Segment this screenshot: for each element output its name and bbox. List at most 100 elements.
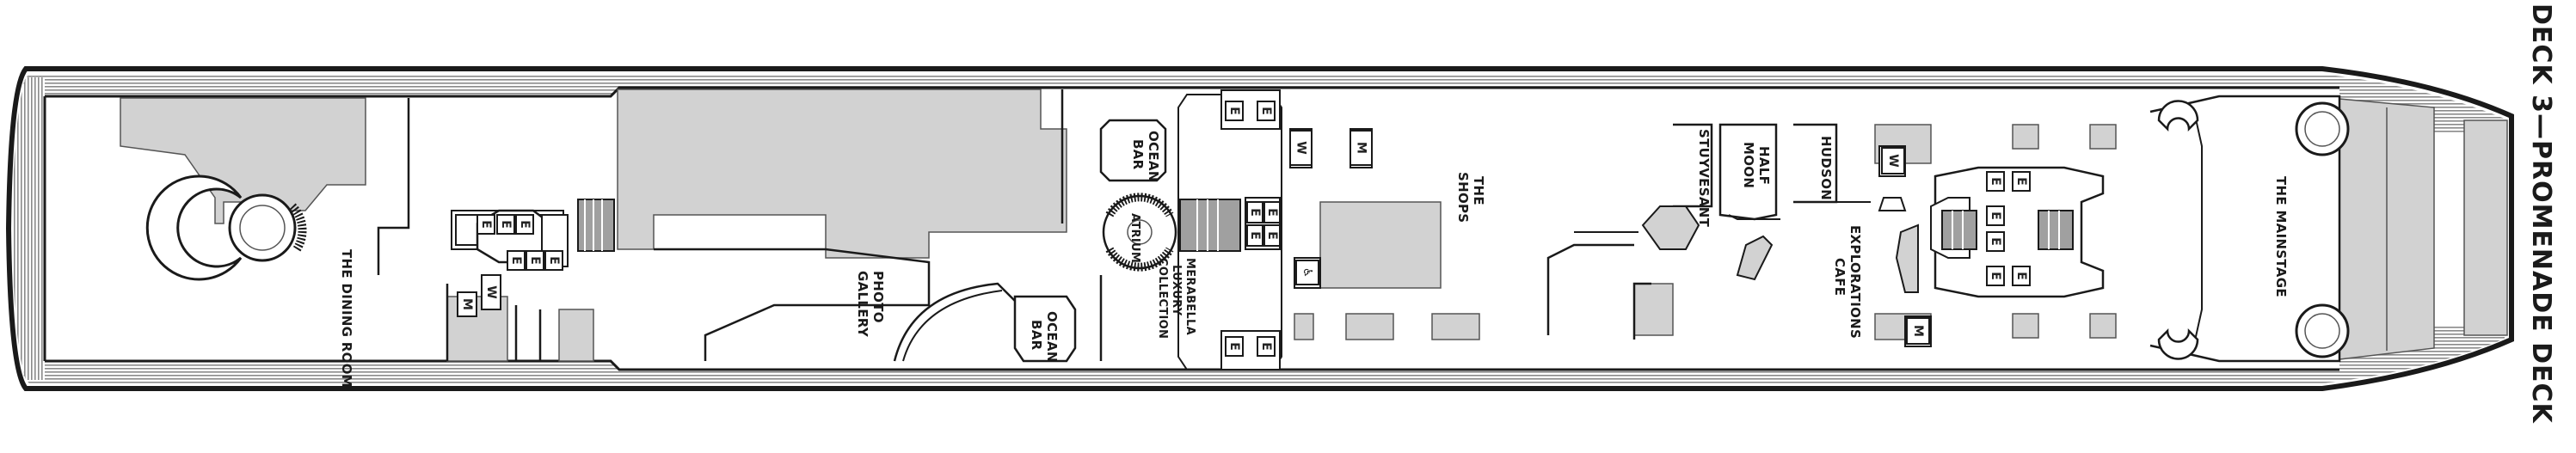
elevator-icon: E (496, 214, 515, 235)
label-merabella-line2: LUXURY (1170, 265, 1183, 316)
aft-elevator-lobby (1934, 166, 2105, 298)
atrium-staircase-icon (1102, 193, 1177, 272)
svg-text:E: E (1248, 208, 1262, 217)
ocean-bar-aft-enclosure (893, 282, 1068, 362)
elevator-icon: E (526, 250, 544, 271)
elevator-icon: E (1246, 201, 1263, 223)
svg-text:M: M (1355, 142, 1368, 154)
label-stuyvesant: STUYVESANT (1696, 129, 1712, 228)
elevator-icon: E (515, 214, 534, 235)
svg-text:E: E (1265, 231, 1279, 240)
elevator-icon: E (1225, 101, 1244, 121)
aft-stair-block-1 (1941, 210, 1977, 250)
dining-room-staircase-icon (145, 174, 307, 281)
lower-shaded-2 (558, 309, 594, 362)
elevator-icon: E (544, 250, 563, 271)
forward-stairwell (476, 199, 615, 267)
elevator-icon: E (1257, 336, 1276, 357)
mainstage-hall (2149, 95, 2341, 363)
elevator-icon: E (1263, 201, 1281, 223)
svg-text:E: E (1259, 342, 1273, 351)
inner-wall-bottom (45, 359, 2339, 371)
mainstage-staircase-aft-icon (2295, 303, 2350, 358)
dining-room-wall (377, 98, 410, 275)
label-hudson: HUDSON (1818, 136, 1834, 200)
svg-text:E: E (1989, 211, 2002, 220)
restroom-men-icon: M (457, 291, 477, 317)
elevator-icon: E (2012, 171, 2031, 192)
svg-text:E: E (509, 256, 523, 265)
label-ocean-bar-fwd-line1: OCEAN (1146, 131, 1161, 182)
half-moon-room (1718, 123, 1778, 221)
accessible-icon: ♿ (1295, 260, 1319, 285)
svg-text:W: W (1294, 141, 1308, 154)
label-explorations-line1: EXPLORATIONS (1847, 225, 1863, 339)
svg-text:E: E (499, 220, 513, 229)
svg-text:E: E (547, 256, 561, 265)
elevator-icon: E (507, 250, 526, 271)
svg-text:M: M (460, 298, 474, 310)
svg-text:E: E (1248, 231, 1262, 240)
svg-text:E: E (1989, 272, 2002, 280)
inner-wall-top (45, 86, 2339, 98)
label-photo-gallery-line1: PHOTO (870, 271, 886, 323)
gallery-wall (654, 248, 931, 361)
promenade-deck-lower (23, 325, 2505, 383)
restroom-men-icon: M (1349, 130, 1373, 166)
label-photo-gallery-line2: GALLERY (855, 271, 870, 338)
svg-text:E: E (2014, 272, 2028, 280)
label-merabella-line3: COLLECTION (1156, 258, 1169, 339)
svg-text:W: W (1886, 154, 1900, 167)
elevator-icon: E (1257, 101, 1276, 121)
mainstage-staircase-fwd-icon (2295, 101, 2350, 156)
stern-shaded-area (2463, 119, 2508, 336)
elevator-icon: E (476, 214, 495, 235)
restroom-women-icon: W (481, 274, 501, 310)
svg-text:E: E (479, 220, 493, 229)
aft-spiral-bottom-icon (2157, 328, 2199, 360)
elevator-icon: E (1986, 205, 2005, 226)
svg-text:E: E (518, 220, 532, 229)
restroom-women-icon: W (1289, 130, 1313, 166)
deck-title: DECK 3—PROMENADE DECK (2526, 0, 2576, 453)
elevator-icon: E (1246, 224, 1263, 247)
svg-text:E: E (1227, 107, 1241, 115)
elevator-icon: E (1263, 224, 1281, 247)
svg-text:E: E (2014, 177, 2028, 186)
aft-spiral-top-icon (2157, 100, 2199, 132)
svg-text:E: E (528, 256, 542, 265)
svg-text:E: E (1989, 177, 2002, 186)
restroom-women-icon: W (1881, 147, 1905, 174)
label-ocean-bar-aft-line2: BAR (1029, 320, 1044, 351)
svg-text:W: W (484, 285, 498, 298)
label-dining-room: THE DINING ROOM (339, 249, 354, 388)
promenade-deck-upper (23, 74, 2505, 134)
elevator-icon: E (1225, 336, 1244, 357)
stuyvesant-room (1673, 123, 1713, 208)
elevator-icon: E (1986, 266, 2005, 286)
svg-text:E: E (1989, 237, 2002, 246)
svg-text:E: E (1265, 208, 1279, 217)
bow-deck (12, 77, 45, 380)
label-mainstage: THE MAINSTAGE (2273, 176, 2289, 297)
elevator-icon: E (1986, 231, 2005, 252)
label-ocean-bar-fwd-line2: BAR (1130, 139, 1146, 170)
label-half-moon-line1: HALF (1756, 146, 1772, 185)
svg-text:E: E (1227, 342, 1241, 351)
label-merabella-line1: MERABELLA (1183, 258, 1196, 335)
restroom-men-icon: M (1906, 317, 1930, 345)
svg-text:E: E (1259, 107, 1273, 115)
shops-shaded-block (1319, 201, 1442, 289)
ocean-bar-aft-counter (1013, 295, 1077, 363)
aft-stair-block-2 (2038, 210, 2074, 250)
label-shops-line1: THE (1471, 176, 1486, 205)
deck-title-text: DECK 3—PROMENADE DECK (2526, 3, 2556, 424)
elevator-icon: E (2012, 266, 2031, 286)
ocean-bar-fwd-counter (1099, 119, 1167, 182)
elevator-icon: E (1986, 171, 2005, 192)
label-half-moon-line2: MOON (1741, 142, 1756, 188)
center-stair-block (1179, 199, 1241, 252)
